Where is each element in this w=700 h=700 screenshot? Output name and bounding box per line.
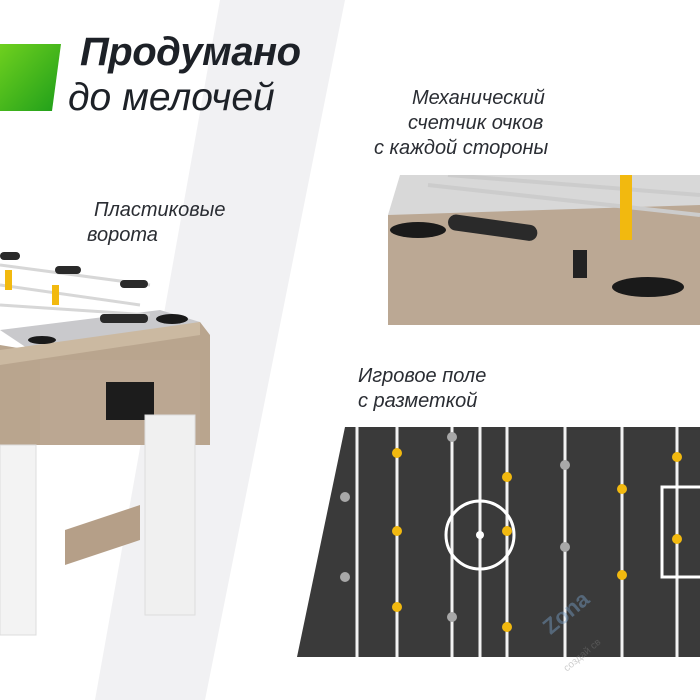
goal-slot [106, 382, 154, 420]
penalty-box [660, 485, 700, 579]
caption-line: Пластиковые [94, 199, 226, 221]
caption-line: с каждой стороны [374, 137, 549, 159]
caption-line: счетчик очков [408, 112, 544, 134]
caption-line: ворота [87, 224, 158, 246]
caption-line: Механический [412, 87, 545, 109]
green-accent-block [0, 44, 61, 111]
caption-counter: Механический счетчик очков с каждой стор… [374, 86, 548, 161]
score-counter-image [388, 175, 700, 325]
crossbar [65, 505, 140, 565]
caption-goals: Пластиковые ворота [87, 198, 226, 248]
playing-field-image [297, 427, 700, 657]
center-circle [444, 499, 516, 571]
headline-line2: до мелочей [68, 76, 275, 119]
caption-line: с разметкой [358, 390, 478, 412]
caption-field: Игровое поле с разметкой [358, 364, 486, 414]
foosball-table-image [0, 252, 210, 636]
headline-line1: Продумано [80, 30, 301, 74]
caption-line: Игровое поле [358, 365, 487, 387]
